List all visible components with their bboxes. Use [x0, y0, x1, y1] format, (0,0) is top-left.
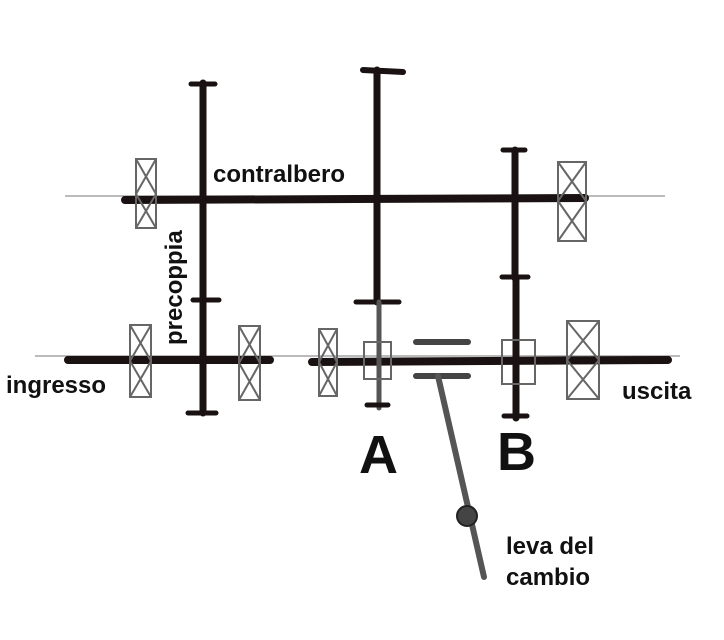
bearing-countershaft-left [135, 158, 157, 229]
gear-b-hub [501, 339, 536, 385]
gear-a-large-top-tick [360, 67, 406, 75]
label-input: ingresso [6, 372, 107, 399]
label-countershaft: contralbero [213, 161, 346, 188]
bearing-output-right [566, 320, 600, 400]
label-gear-b: B [497, 422, 536, 482]
shift-lever-pivot [456, 505, 478, 527]
bearing-output-left [318, 328, 338, 397]
label-gear-a: A [359, 425, 398, 485]
label-output: uscita [622, 378, 692, 405]
shift-lever [435, 373, 487, 580]
bearing-input-left [129, 324, 152, 398]
label-shift-lever-line1: leva del [506, 533, 595, 560]
bearing-input-right [238, 325, 261, 401]
gear-a-hub [363, 341, 392, 380]
label-shift-lever-line2: cambio [506, 564, 591, 591]
output-shaft [308, 356, 672, 366]
label-reduction-pair: precoppia [161, 230, 188, 345]
bearing-countershaft-right [557, 161, 587, 242]
